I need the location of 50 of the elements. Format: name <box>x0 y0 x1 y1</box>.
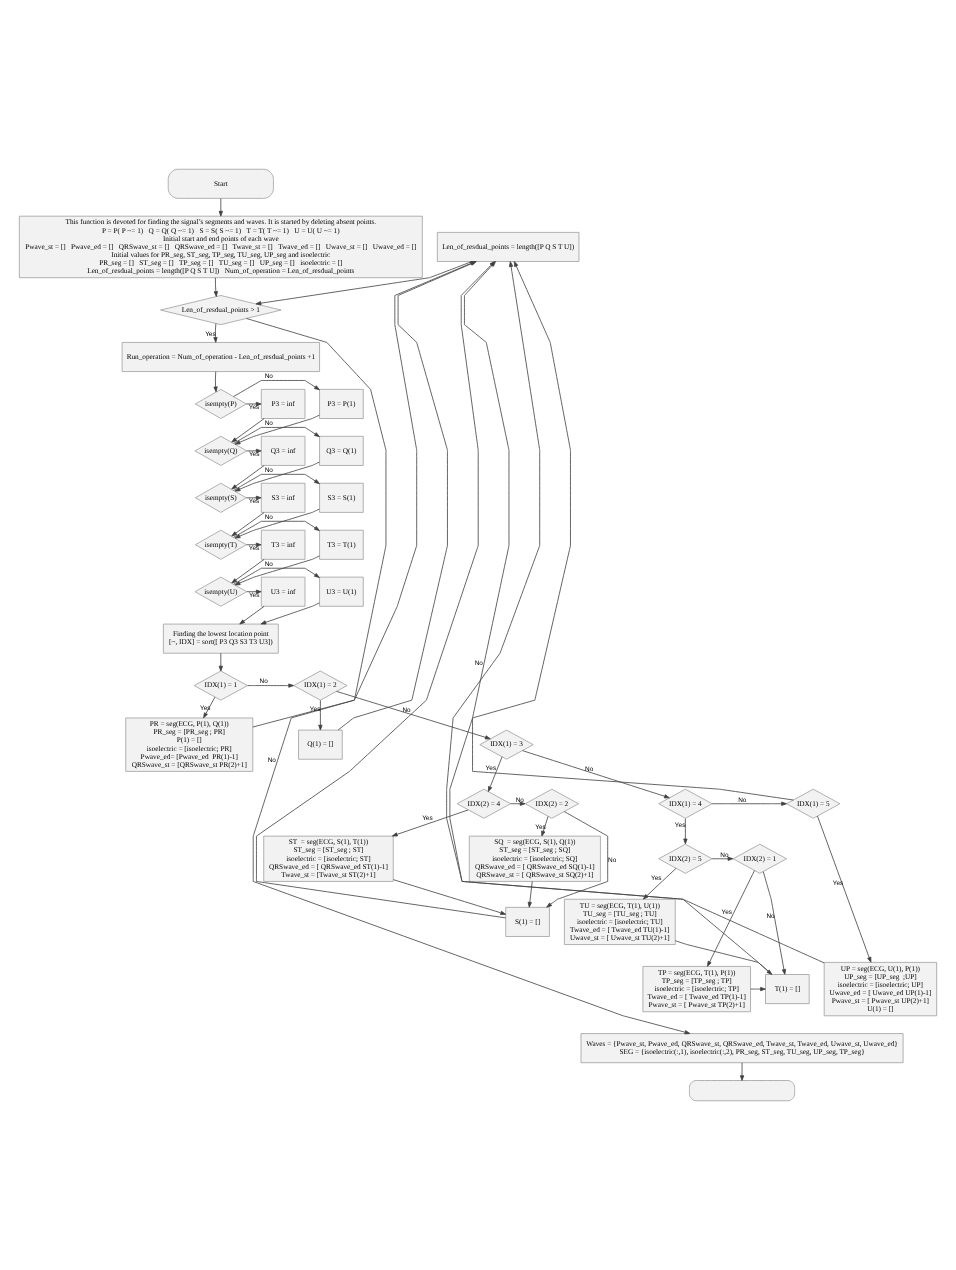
arrow <box>231 512 265 537</box>
arrow <box>255 261 473 306</box>
arrow <box>642 868 677 900</box>
arrow <box>762 871 787 975</box>
arrow <box>213 371 218 393</box>
arrow <box>246 318 691 1035</box>
arrow <box>260 602 320 625</box>
arrow <box>234 508 320 539</box>
arrow <box>487 756 503 792</box>
arrow <box>510 801 526 806</box>
arrow <box>711 801 787 806</box>
arrow <box>246 401 262 407</box>
arrow <box>233 380 320 397</box>
arrow <box>750 986 766 992</box>
arrow <box>522 750 670 799</box>
arrow <box>318 699 323 731</box>
arrow <box>683 818 688 845</box>
arrow <box>233 520 320 538</box>
arrow <box>233 567 320 585</box>
arrow <box>231 465 265 490</box>
arrow <box>213 277 218 297</box>
arrow <box>391 809 469 837</box>
arrow <box>213 323 218 343</box>
arrow <box>541 816 549 837</box>
arrow <box>231 559 265 584</box>
arrow <box>674 940 773 975</box>
arrow <box>817 815 872 963</box>
arrow <box>234 555 320 586</box>
arrow <box>234 414 320 445</box>
arrow <box>203 696 216 719</box>
arrow <box>246 589 262 594</box>
arrow <box>336 691 491 740</box>
arrow <box>233 473 320 491</box>
arrow <box>546 811 609 908</box>
arrow <box>231 418 265 443</box>
arrow <box>393 879 506 915</box>
arrow <box>246 495 262 500</box>
arrow <box>246 542 262 547</box>
arrow <box>218 198 223 217</box>
arrow <box>247 683 294 688</box>
node-box <box>689 1080 796 1102</box>
arrow <box>527 881 533 908</box>
arrow <box>218 652 223 672</box>
arrow <box>711 856 734 861</box>
arrow <box>707 870 755 967</box>
arrow <box>234 461 320 492</box>
arrow <box>739 1062 745 1081</box>
arrow <box>239 605 265 625</box>
arrow <box>233 427 320 444</box>
arrow <box>246 448 262 453</box>
